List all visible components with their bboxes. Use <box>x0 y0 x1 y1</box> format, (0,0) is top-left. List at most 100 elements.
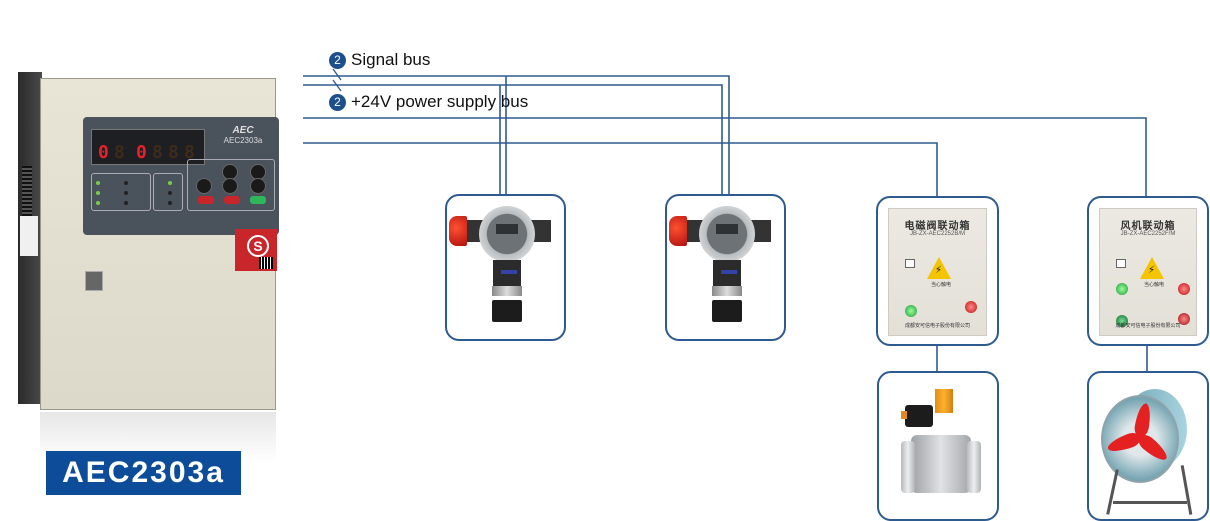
display-digit: 8 <box>152 142 163 163</box>
manufacturer-text: 成都安可信电子股份有限公司 <box>904 323 970 329</box>
valve-linkage-box: 电磁阀联动箱 JB-ZX-AEC2252B/M ⚡ 当心触电 成都安可信电子股份… <box>876 196 999 346</box>
red-indicator-lamp <box>965 301 977 313</box>
qr-code <box>259 257 273 269</box>
power-bus-text: +24V power supply bus <box>351 92 529 111</box>
sensor-housing <box>492 300 522 322</box>
door-lock <box>85 271 103 291</box>
gas-detector-2 <box>665 194 786 341</box>
warning-triangle-icon <box>1140 257 1164 279</box>
detector-head <box>479 206 535 262</box>
cabinet-front: 0 8 0 8 8 8 AEC AEC2303a <box>40 78 279 410</box>
cert-mark: S <box>247 235 269 257</box>
fan-stand-leg <box>1180 465 1193 515</box>
valve-actuator-cap <box>935 389 953 413</box>
green-indicator-lamp <box>1116 315 1128 327</box>
display-digit: 0 <box>136 142 147 163</box>
warning-triangle-icon <box>927 257 951 279</box>
linkage-box-title: 风机联动箱 <box>1120 221 1176 232</box>
detector-ring <box>492 286 522 296</box>
power-status-indicators <box>91 173 151 211</box>
wire-count-badge: 2 <box>329 51 346 69</box>
red-indicator-lamp <box>1178 313 1190 325</box>
status-led <box>96 201 100 205</box>
linkage-box-title: 电磁阀联动箱 <box>904 221 971 232</box>
brand-logo: AEC AEC2303a <box>211 125 275 151</box>
keypad-button[interactable] <box>196 178 212 194</box>
signal-bus-text: Signal bus <box>351 50 431 69</box>
warning-text: 当心触电 <box>930 282 951 288</box>
display-digit: 8 <box>168 142 179 163</box>
detector-stripe <box>721 270 737 274</box>
red-indicator-lamp <box>1178 283 1190 295</box>
status-led <box>168 201 172 205</box>
rocker-switch <box>905 259 915 268</box>
power-bus-label: 2 +24V power supply bus <box>329 92 528 112</box>
alarm-beacon <box>669 216 687 246</box>
valve-linkage-wire <box>303 142 938 196</box>
sensor-housing <box>712 300 742 322</box>
lightning-bolt-icon: ⚡ <box>1148 265 1156 276</box>
power-bus-slash <box>332 79 342 92</box>
fan-stand-crossbar <box>1113 501 1187 504</box>
linkage-box-model: JB-ZX-AEC2252F/M <box>1120 231 1176 237</box>
valve-coil <box>905 405 933 427</box>
linkage-box-model: JB-ZX-AEC2252B/M <box>909 231 966 237</box>
alarm-beacon <box>449 216 467 246</box>
controller-cabinet: 0 8 0 8 8 8 AEC AEC2303a <box>18 66 279 412</box>
detector-ring <box>712 286 742 296</box>
led-display: 0 8 0 8 8 8 <box>91 129 205 165</box>
reset-button[interactable] <box>224 196 240 204</box>
signal-bus-slash <box>332 68 342 81</box>
display-digit: 8 <box>184 142 195 163</box>
fan-linkage-box: 风机联动箱 JB-ZX-AEC2252F/M ⚡ 当心触电 成都安可信电子股份有… <box>1087 196 1209 346</box>
status-led <box>124 181 128 185</box>
brand-name: AEC <box>232 125 254 136</box>
detector-stripe <box>501 270 517 274</box>
wire-count-badge: 2 <box>329 93 346 111</box>
status-led <box>96 181 100 185</box>
signal-bus-wire <box>303 75 730 194</box>
keypad-button[interactable] <box>250 178 266 194</box>
axial-exhaust-fan <box>1087 371 1209 521</box>
fan-stand-leg <box>1106 469 1119 515</box>
manufacturer-text: 成都安可信电子股份有限公司 <box>1115 323 1181 329</box>
rocker-switch <box>1116 259 1126 268</box>
keypad <box>187 159 275 211</box>
solenoid-valve <box>877 371 999 521</box>
panel-model: AEC2303a <box>223 136 263 145</box>
status-led <box>168 191 172 195</box>
display-digit: 0 <box>98 142 109 163</box>
valve-flange-right <box>967 441 981 493</box>
fan-linkage-wire <box>303 117 1147 196</box>
keypad-button[interactable] <box>222 178 238 194</box>
gas-detector-1 <box>445 194 566 341</box>
system-status-indicators <box>153 173 183 211</box>
valve-flange-left <box>901 441 915 493</box>
detector-screen <box>716 224 738 234</box>
green-indicator-lamp <box>905 305 917 317</box>
green-indicator-lamp <box>1116 283 1128 295</box>
status-led <box>96 191 100 195</box>
status-led <box>124 191 128 195</box>
side-nameplate <box>20 216 38 256</box>
signal-bus-label: 2 Signal bus <box>329 50 430 70</box>
linkage-box-case: 风机联动箱 JB-ZX-AEC2252F/M ⚡ 当心触电 成都安可信电子股份有… <box>1099 208 1197 336</box>
lightning-bolt-icon: ⚡ <box>935 265 943 276</box>
status-led <box>168 181 172 185</box>
cable-gland <box>901 411 907 419</box>
linkage-box-case: 电磁阀联动箱 JB-ZX-AEC2252B/M ⚡ 当心触电 成都安可信电子股份… <box>888 208 987 336</box>
certification-label: S <box>235 229 277 271</box>
display-digit: 8 <box>114 142 125 163</box>
power-bus-wire <box>303 84 723 194</box>
mute-button[interactable] <box>198 196 214 204</box>
detector-head <box>699 206 755 262</box>
vent-grille <box>22 166 32 216</box>
warning-text: 当心触电 <box>1143 282 1164 288</box>
control-panel: 0 8 0 8 8 8 AEC AEC2303a <box>83 117 279 235</box>
confirm-button[interactable] <box>250 196 266 204</box>
detector-screen <box>496 224 518 234</box>
valve-body <box>911 435 971 493</box>
status-led <box>124 201 128 205</box>
model-label: AEC2303a <box>46 451 241 495</box>
